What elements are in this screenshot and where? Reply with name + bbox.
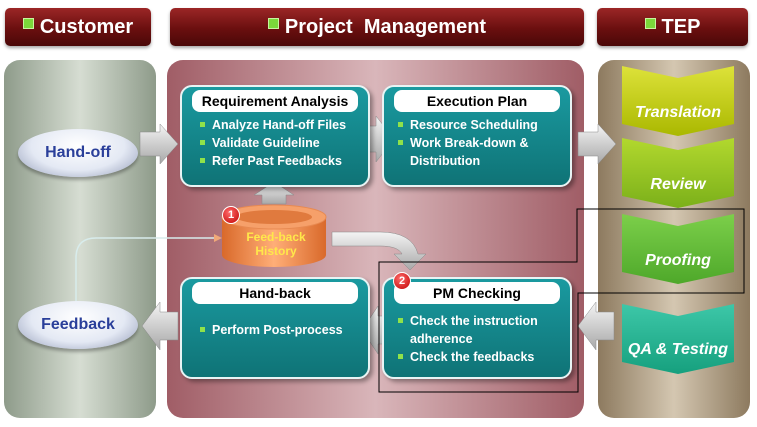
list-item: Work Break-down & bbox=[398, 134, 538, 152]
tep-step-qa-testing: QA & Testing bbox=[627, 341, 729, 358]
feedback-history-label: Feed-back History bbox=[232, 230, 320, 258]
pm-checking-list: Check the instruction adherence Check th… bbox=[398, 312, 538, 366]
checking-outline bbox=[378, 208, 745, 393]
proofing-chevron bbox=[622, 214, 734, 284]
requirement-analysis-title: Requirement Analysis bbox=[192, 90, 358, 112]
execution-plan-box: Execution Plan Resource Scheduling Work … bbox=[382, 85, 572, 187]
list-item: Perform Post-process bbox=[200, 321, 343, 339]
header-project-management: Project Management bbox=[170, 8, 584, 46]
feedback-oval: Feedback bbox=[18, 301, 138, 349]
green-square-icon bbox=[267, 17, 279, 29]
arrow-history-to-requirement bbox=[253, 181, 295, 205]
list-item: Validate Guideline bbox=[200, 134, 346, 152]
list-item: adherence bbox=[410, 332, 473, 346]
execution-plan-title: Execution Plan bbox=[394, 90, 560, 112]
tep-chevrons bbox=[622, 66, 734, 374]
feedback-history-line2: History bbox=[255, 244, 297, 258]
execution-plan-list: Resource Scheduling Work Break-down & Di… bbox=[398, 116, 538, 170]
hand-back-title: Hand-back bbox=[192, 282, 358, 304]
header-customer-label: Customer bbox=[39, 15, 134, 38]
header-tep-label: TEP bbox=[661, 15, 701, 38]
requirement-analysis-box: Requirement Analysis Analyze Hand-off Fi… bbox=[180, 85, 370, 187]
qa-testing-chevron bbox=[622, 304, 734, 374]
translation-chevron bbox=[622, 66, 734, 136]
feedback-loop-line bbox=[75, 237, 214, 302]
pm-checking-box: PM Checking Check the instruction adhere… bbox=[382, 277, 572, 379]
list-item: Analyze Hand-off Files bbox=[200, 116, 346, 134]
hand-back-box: Hand-back Perform Post-process bbox=[180, 277, 370, 379]
feedback-loop-arrowhead bbox=[214, 234, 222, 242]
hand-back-list: Perform Post-process bbox=[200, 321, 343, 339]
handoff-oval: Hand-off bbox=[18, 129, 138, 177]
arrow-handoff-to-requirement bbox=[139, 123, 179, 165]
requirement-analysis-list: Analyze Hand-off Files Validate Guidelin… bbox=[200, 116, 346, 170]
arrow-tep-to-checking bbox=[577, 301, 615, 351]
customer-column bbox=[4, 60, 156, 418]
step-badge-2: 2 bbox=[393, 272, 411, 290]
pm-checking-title: PM Checking bbox=[394, 282, 560, 304]
header-pm-label: Project Management bbox=[284, 15, 487, 38]
arrow-handback-to-feedback bbox=[141, 301, 179, 351]
handoff-label: Hand-off bbox=[45, 144, 111, 161]
step-badge-1: 1 bbox=[222, 206, 240, 224]
list-item: Distribution bbox=[410, 154, 481, 168]
list-item: Resource Scheduling bbox=[398, 116, 538, 134]
list-item: Check the instruction bbox=[398, 312, 538, 330]
feedback-label: Feedback bbox=[41, 316, 115, 333]
list-item: Check the feedbacks bbox=[398, 348, 538, 366]
header-customer: Customer bbox=[5, 8, 151, 46]
green-square-icon bbox=[22, 17, 34, 29]
tep-step-proofing: Proofing bbox=[645, 252, 711, 269]
feedback-history-cylinder bbox=[221, 204, 327, 267]
tep-step-translation: Translation bbox=[635, 104, 721, 121]
list-item: Refer Past Feedbacks bbox=[200, 152, 346, 170]
feedback-history-line1: Feed-back bbox=[246, 230, 306, 244]
arrow-execution-to-tep bbox=[577, 123, 617, 165]
review-chevron bbox=[622, 138, 734, 208]
header-tep: TEP bbox=[597, 8, 748, 46]
green-square-icon bbox=[644, 17, 656, 29]
tep-step-review: Review bbox=[650, 176, 706, 193]
